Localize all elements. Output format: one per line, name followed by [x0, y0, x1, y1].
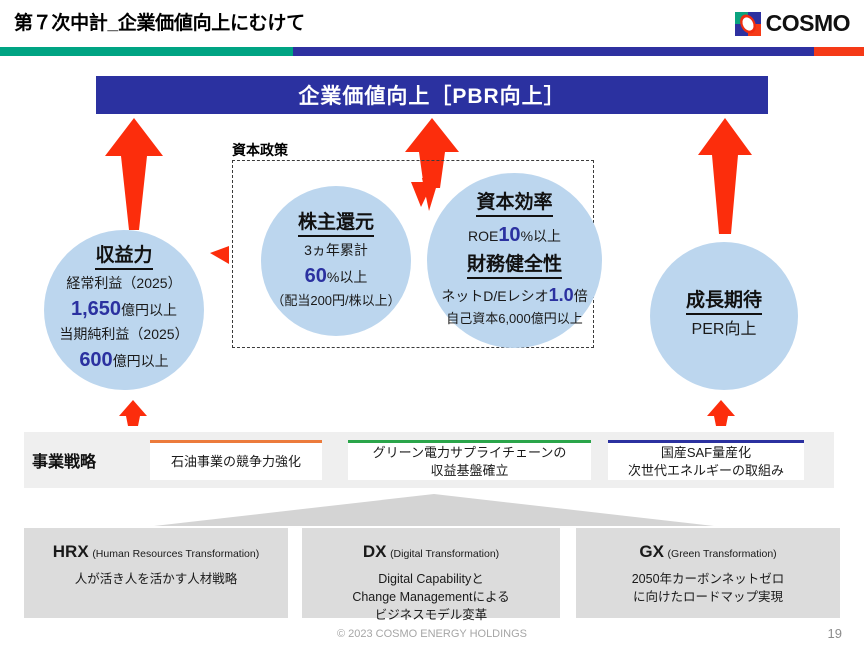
cosmo-logo: COSMO	[734, 10, 851, 37]
transformation-box-gx[interactable]: GX (Green Transformation) 2050年カーボンネットゼロ…	[576, 528, 840, 618]
hrx-body: 人が活き人を活かす人材戦略	[74, 572, 238, 587]
circle-return-line3: （配当200円/株以上）	[271, 291, 400, 311]
strategy-card-oil-text: 石油事業の競争力強化	[170, 453, 301, 469]
header-bar-teal	[0, 47, 293, 56]
circle-shareholder-return: 株主還元 3ヵ年累計 60%以上 （配当200円/株以上）	[261, 186, 411, 336]
circle-growth-title: 成長期待	[685, 290, 762, 315]
funnel-shape	[24, 492, 840, 528]
hrx-head: HRX (Human Resources Transformation)	[53, 542, 259, 562]
strategy-card-oil[interactable]: 石油事業の競争力強化	[150, 440, 322, 480]
circle-return-line1-text: 3ヵ年累計	[304, 241, 368, 258]
circle-earnings-line4: 600億円以上	[79, 345, 168, 375]
arrow-up-capital-icon	[404, 118, 460, 188]
arrow-up-strategy-left-icon	[118, 400, 148, 426]
triangle-marker-left-icon	[208, 245, 230, 272]
circle-return-line3-text: （配当200円/株以上）	[271, 292, 401, 308]
dx-head: DX (Digital Transformation)	[363, 542, 499, 562]
circle-capital-roe: ROE10%以上	[468, 220, 561, 250]
strategy-card-saf-text: 国産SAF量産化次世代エネルギーの取組み	[627, 444, 784, 478]
triangle-marker-cap-icon	[420, 178, 440, 217]
arrow-up-growth-icon	[697, 118, 753, 234]
dx-full: (Digital Transformation)	[390, 548, 500, 560]
gx-head: GX (Green Transformation)	[639, 542, 776, 562]
circle-capital-equity: 自己資本6,000億円以上	[446, 309, 583, 329]
arrow-up-strategy-right-icon	[706, 400, 736, 426]
circle-capital-roe-prefix: ROE	[467, 228, 499, 245]
circle-growth: 成長期待 PER向上	[650, 242, 798, 390]
circle-return-title: 株主還元	[297, 212, 374, 237]
circle-capital-title: 資本効率	[476, 192, 553, 218]
cosmo-logo-icon	[734, 11, 761, 36]
transformation-box-hrx[interactable]: HRX (Human Resources Transformation) 人が活…	[24, 528, 288, 618]
strategy-card-green-power[interactable]: グリーン電力サプライチェーンの収益基盤確立	[348, 440, 591, 480]
circle-return-line1: 3ヵ年累計	[304, 240, 368, 261]
circle-earnings-line2: 1,650億円以上	[71, 294, 177, 324]
circle-earnings-line1: 経常利益（2025）	[66, 273, 181, 294]
footer-copyright: © 2023 COSMO ENERGY HOLDINGS	[336, 628, 528, 640]
circle-earnings-line3: 当期純利益（2025）	[59, 324, 188, 345]
circle-earnings-line1-text: 経常利益（2025）	[66, 274, 182, 291]
circle-earnings-unit2: 億円以上	[112, 352, 169, 369]
circle-earnings-title: 収益力	[95, 245, 153, 270]
circle-earnings: 収益力 経常利益（2025） 1,650億円以上 当期純利益（2025） 600…	[44, 230, 204, 390]
circle-return-unit: %以上	[326, 268, 368, 285]
gx-abbr: GX	[639, 542, 664, 561]
main-banner: 企業価値向上［PBR向上］	[96, 76, 768, 114]
circle-earnings-line3-text: 当期純利益（2025）	[59, 325, 189, 342]
page-title: 第７次中計_企業価値向上にむけて	[14, 13, 305, 34]
circle-growth-line1: PER向上	[692, 318, 757, 342]
circle-earnings-value2: 600	[79, 348, 113, 371]
circle-capital-de-value: 1.0	[548, 285, 574, 306]
gx-body: 2050年カーボンネットゼロに向けたロードマップ実現	[631, 572, 785, 605]
circle-capital-de-prefix: ネットD/Eレシオ	[441, 288, 549, 305]
dx-abbr: DX	[362, 542, 387, 561]
circle-capital-roe-suffix: %以上	[520, 228, 562, 245]
circle-earnings-value1: 1,650	[70, 297, 122, 320]
circle-growth-line1-text: PER向上	[691, 320, 757, 338]
strategy-card-saf[interactable]: 国産SAF量産化次世代エネルギーの取組み	[608, 440, 804, 480]
business-strategy-label: 事業戦略	[32, 454, 97, 471]
footer-page-number: 19	[827, 626, 842, 641]
hrx-full: (Human Resources Transformation)	[92, 548, 260, 560]
transformation-box-dx[interactable]: DX (Digital Transformation) Digital Capa…	[302, 528, 560, 622]
circle-financial-health-title: 財務健全性	[466, 254, 562, 280]
strategy-card-green-power-text: グリーン電力サプライチェーンの収益基盤確立	[372, 444, 567, 478]
circle-return-line2: 60%以上	[305, 261, 368, 291]
capital-policy-label: 資本政策	[232, 142, 288, 158]
circle-capital-de-suffix: 倍	[573, 288, 588, 305]
gx-full: (Green Transformation)	[667, 548, 777, 560]
header-bar-blue	[293, 47, 814, 56]
circle-return-value: 60	[304, 264, 327, 287]
circle-capital-equity-text: 自己資本6,000億円以上	[446, 311, 583, 327]
hrx-abbr: HRX	[52, 542, 89, 561]
arrow-up-earnings-icon	[104, 118, 164, 230]
circle-earnings-unit1: 億円以上	[121, 301, 178, 318]
circle-capital-roe-value: 10	[498, 224, 521, 247]
logo-wordmark: COSMO	[765, 10, 851, 36]
circle-capital-de: ネットD/Eレシオ1.0倍	[441, 282, 587, 309]
header-bar-red	[814, 47, 864, 56]
circle-capital-efficiency: 資本効率 ROE10%以上 財務健全性 ネットD/Eレシオ1.0倍 自己資本6,…	[427, 173, 602, 348]
